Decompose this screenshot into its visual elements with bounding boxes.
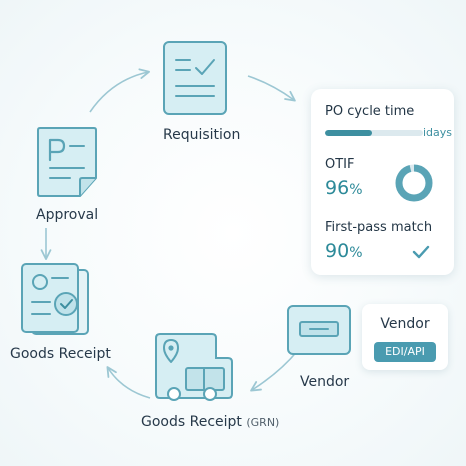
po-cycle-time-label: PO cycle time (325, 104, 415, 119)
grn-suffix: (GRN) (246, 416, 280, 429)
first-pass-match-value: 90 (325, 240, 350, 262)
arrow-approval-to-requisition (89, 68, 150, 113)
first-pass-match-value-wrap: 90% (325, 240, 363, 262)
goods-receipt-bottom-label: Goods Receipt (GRN) (141, 414, 279, 430)
po-cycle-time-bar-fill (325, 130, 373, 136)
goods-receipt-document-icon (21, 263, 89, 335)
first-pass-match-percent-sign: % (349, 245, 363, 261)
vendor-label: Vendor (300, 374, 350, 390)
vendor-integration-card: Vendor EDI/API (362, 304, 448, 370)
otif-value: 96 (325, 177, 350, 199)
delivery-truck-icon (155, 333, 233, 401)
requisition-label: Requisition (163, 127, 241, 143)
first-pass-match-label: First-pass match (325, 220, 433, 235)
otif-donut-chart (395, 164, 433, 202)
checkmark-icon (412, 245, 430, 259)
otif-donut-arc (395, 164, 433, 202)
edi-api-badge[interactable]: EDI/API (374, 342, 436, 362)
arrow-goods-receipt-bottom-to-left (106, 366, 151, 399)
approval-document-icon (37, 127, 97, 197)
arrow-requisition-to-metrics (247, 75, 296, 102)
otif-percent-sign: % (349, 182, 363, 198)
requisition-document-icon (163, 41, 227, 115)
vendor-box-icon (287, 305, 351, 355)
metrics-card: PO cycle time idays OTIF 96% First-pass … (311, 89, 454, 275)
otif-label: OTIF (325, 157, 355, 172)
otif-value-wrap: 96% (325, 177, 363, 199)
goods-receipt-left-label: Goods Receipt (10, 346, 111, 362)
po-cycle-time-bar (325, 130, 423, 136)
goods-receipt-bottom-text: Goods Receipt (141, 414, 242, 430)
po-cycle-time-unit: idays (423, 126, 453, 139)
approval-label: Approval (36, 207, 99, 223)
vendor-card-title: Vendor (380, 316, 430, 332)
